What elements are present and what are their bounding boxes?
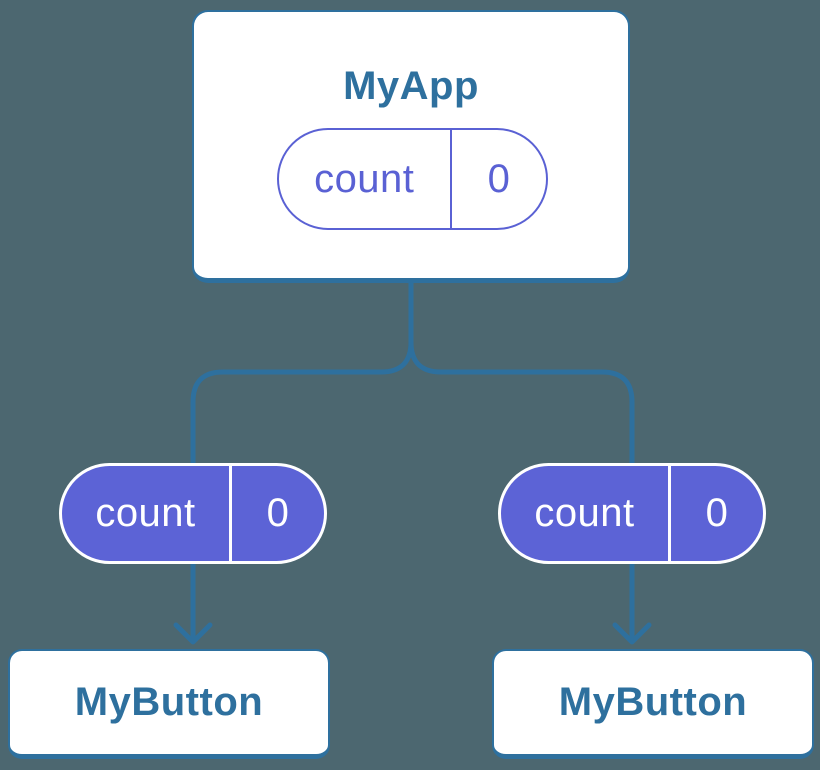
node-mybutton-left-title: MyButton [74,680,264,724]
state-pill-myapp: count 0 [277,128,548,230]
prop-pill-name: count [95,491,196,535]
prop-pill-left: count 0 [59,463,327,564]
arrowhead-down-right-icon [612,622,652,645]
node-myapp: MyApp count 0 [192,10,630,283]
node-mybutton-right: MyButton [492,649,814,759]
state-pill-name: count [314,156,415,201]
prop-pill-name: count [534,491,635,535]
prop-pill-value: 0 [266,491,290,535]
prop-pill-right: count 0 [498,463,766,564]
node-mybutton-right-title: MyButton [558,680,748,724]
node-mybutton-left: MyButton [8,649,330,759]
pill-divider [668,466,671,561]
pill-divider [229,466,232,561]
prop-pill-value: 0 [705,491,729,535]
arrowhead-down-left-icon [173,622,213,645]
connector-left-line [190,278,414,641]
pill-divider [449,130,452,228]
connector-right-line [408,278,635,641]
node-myapp-title: MyApp [343,64,479,108]
state-pill-value: 0 [487,156,511,201]
